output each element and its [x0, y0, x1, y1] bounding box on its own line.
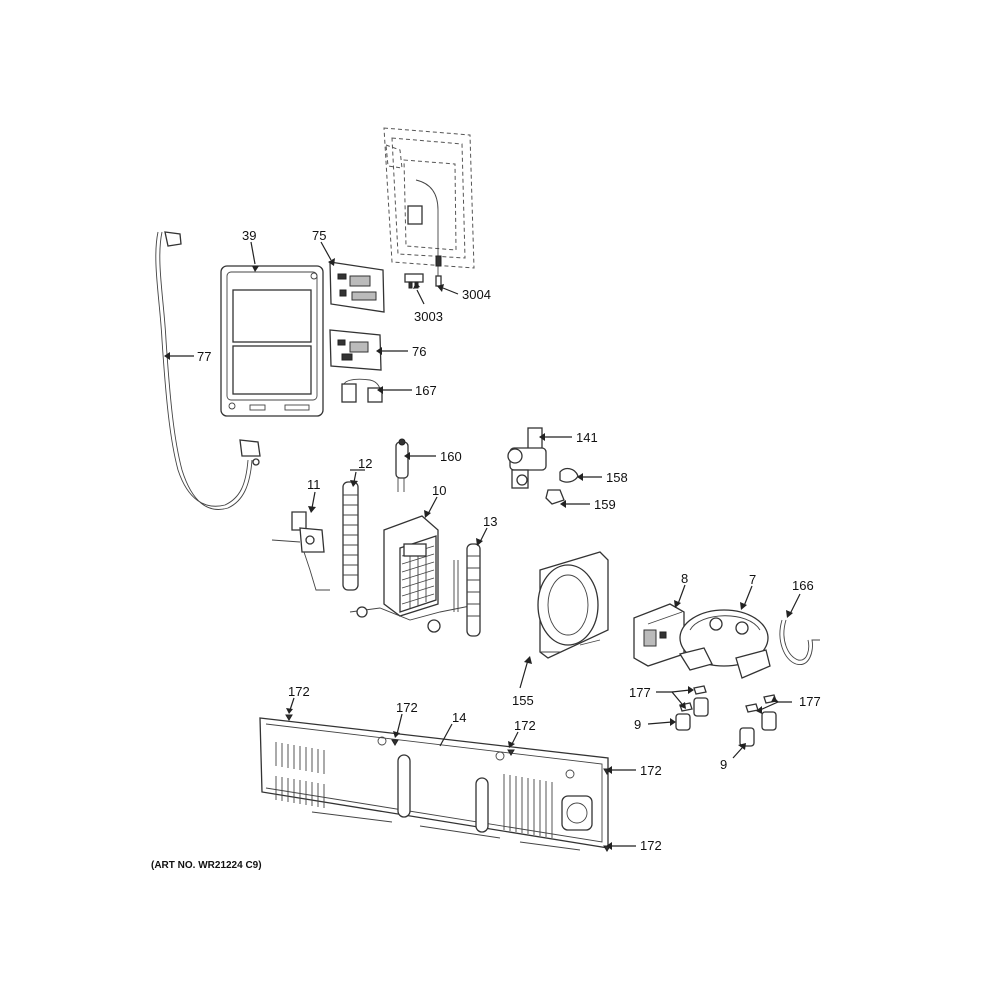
label-3003: 3003: [414, 309, 443, 324]
label-172-b: 172: [396, 700, 418, 715]
part-3003-connector[interactable]: [404, 273, 424, 289]
part-77-wire-harness[interactable]: [155, 231, 261, 510]
label-177-left: 177: [629, 685, 651, 700]
part-39-panel[interactable]: [220, 265, 324, 417]
part-12-insulation-tube[interactable]: [342, 481, 359, 591]
part-167-wire-harness[interactable]: [341, 378, 383, 403]
dispenser-housing-outline: [383, 127, 475, 269]
label-39: 39: [242, 228, 256, 243]
label-13: 13: [483, 514, 497, 529]
part-9-mounts[interactable]: [675, 697, 777, 747]
label-14: 14: [452, 710, 466, 725]
label-9-left: 9: [634, 717, 641, 732]
part-10-evaporator[interactable]: [349, 515, 471, 633]
part-159-clip[interactable]: [545, 489, 565, 505]
label-155: 155: [512, 693, 534, 708]
art-number: (ART NO. WR21224 C9): [151, 860, 262, 871]
label-167: 167: [415, 383, 437, 398]
part-13-drain-tube[interactable]: [466, 543, 481, 637]
part-7-compressor[interactable]: [678, 609, 771, 679]
part-3004-thermistor[interactable]: [407, 179, 442, 287]
label-141: 141: [576, 430, 598, 445]
label-10: 10: [432, 483, 446, 498]
label-172-e: 172: [640, 838, 662, 853]
part-166-tube[interactable]: [779, 619, 820, 665]
part-158-clip[interactable]: [559, 467, 579, 483]
part-8-start-device[interactable]: [633, 603, 685, 667]
part-75-control-board[interactable]: [329, 261, 385, 313]
label-159: 159: [594, 497, 616, 512]
label-160: 160: [440, 449, 462, 464]
label-11: 11: [307, 477, 321, 492]
label-9-right: 9: [720, 757, 727, 772]
label-166: 166: [792, 578, 814, 593]
label-177-right: 177: [799, 694, 821, 709]
label-3004: 3004: [462, 287, 491, 302]
part-177-grommets[interactable]: [679, 685, 777, 713]
part-141-water-valve[interactable]: [507, 427, 547, 489]
label-8: 8: [681, 571, 688, 586]
label-12: 12: [358, 456, 372, 471]
part-172-screws[interactable]: [285, 714, 611, 852]
label-158: 158: [606, 470, 628, 485]
part-160-tube[interactable]: [395, 438, 409, 492]
callout-labels: 39 75 76 77 167 3003 3004 12 160 141 158…: [197, 228, 821, 853]
leader-lines: [164, 241, 801, 850]
part-155-fan-shroud[interactable]: [537, 551, 609, 659]
part-76-control-board[interactable]: [329, 329, 382, 371]
label-77: 77: [197, 349, 211, 364]
part-14-base-panel[interactable]: [259, 717, 609, 851]
label-75: 75: [312, 228, 326, 243]
label-7: 7: [749, 572, 756, 587]
label-172-d: 172: [640, 763, 662, 778]
label-172-c: 172: [514, 718, 536, 733]
part-11-bracket[interactable]: [271, 511, 330, 591]
label-172-a: 172: [288, 684, 310, 699]
label-76: 76: [412, 344, 426, 359]
